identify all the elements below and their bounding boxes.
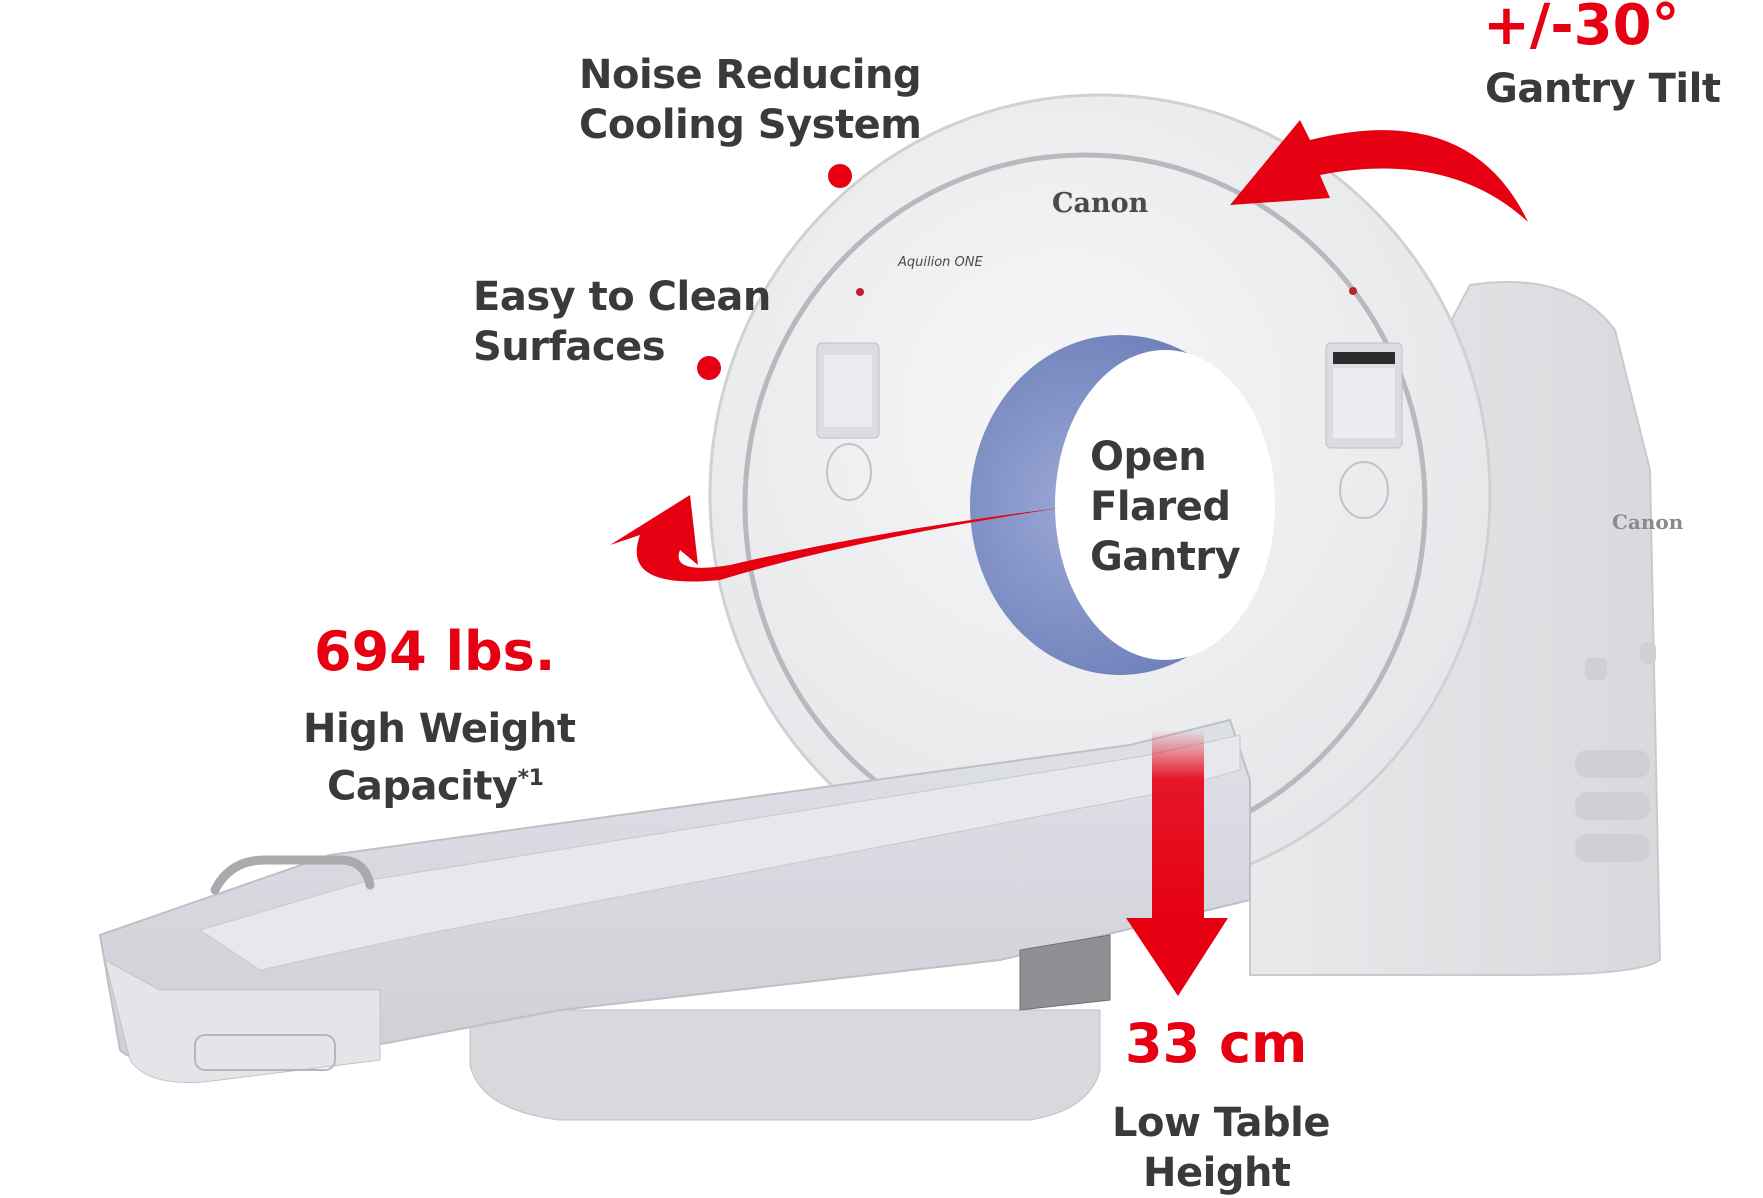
gantry-tilt-value: +/-30° — [1483, 0, 1680, 58]
gantry-tilt-arrow — [1230, 120, 1528, 222]
weight-label-line2: Capacity*1 — [327, 754, 544, 811]
noise-label-line2: Cooling System — [579, 102, 922, 148]
patient-table — [98, 718, 1251, 1121]
model-label: Aquilion ONE — [898, 255, 983, 270]
left-control-panel — [816, 288, 880, 501]
table-height-label-line2: Height — [1143, 1150, 1291, 1196]
clean-label-line1: Easy to Clean — [473, 274, 771, 320]
brand-logo: Canon — [1052, 188, 1149, 219]
noise-marker-dot — [828, 164, 852, 188]
weight-value: 694 lbs. — [314, 620, 556, 683]
gantry-label-line2: Flared — [1090, 484, 1231, 530]
weight-label-text: Capacity — [327, 763, 518, 810]
table-height-label-line1: Low Table — [1112, 1100, 1330, 1146]
noise-label-line1: Noise Reducing — [579, 52, 922, 98]
weight-label-line1: High Weight — [303, 706, 576, 752]
clean-label-line2: Surfaces — [473, 324, 666, 370]
gantry-tilt-label: Gantry Tilt — [1485, 66, 1721, 112]
table-height-value: 33 cm — [1125, 1012, 1308, 1075]
side-brand-logo: Canon — [1612, 510, 1684, 534]
table-height-arrow — [1126, 730, 1228, 996]
gantry-label-line1: Open — [1090, 434, 1207, 480]
gantry-ring — [708, 93, 1492, 897]
flared-gantry-arrow — [610, 495, 1060, 582]
gantry-label-line3: Gantry — [1090, 534, 1241, 580]
right-control-panel — [1325, 287, 1403, 519]
weight-footnote: *1 — [517, 766, 544, 791]
clean-marker-dot — [697, 356, 721, 380]
